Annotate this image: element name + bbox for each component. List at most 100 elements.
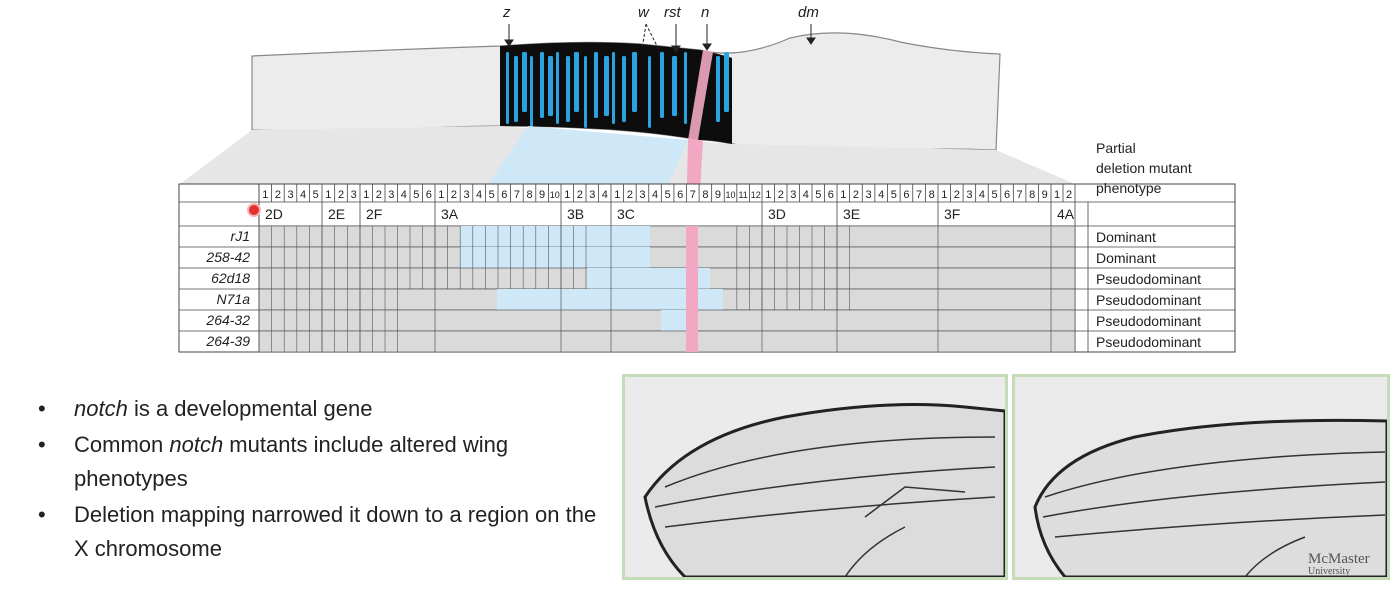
- bullet-item: notch is a developmental gene: [38, 392, 608, 426]
- band-number: 9: [715, 189, 721, 201]
- deletion-segment: [587, 268, 710, 289]
- band-number: 10: [550, 190, 560, 200]
- band-number: 6: [426, 189, 432, 201]
- stain-band: [522, 52, 527, 112]
- band-number: 2: [627, 189, 633, 201]
- band-number: 4: [476, 189, 482, 201]
- stain-band: [684, 52, 687, 124]
- deletion-segment: [661, 310, 687, 331]
- band-number: 4: [803, 189, 809, 201]
- bullet-item: Deletion mapping narrowed it down to a r…: [38, 498, 608, 566]
- stain-band: [648, 56, 651, 128]
- band-number: 6: [1004, 189, 1010, 201]
- section-label: 3A: [441, 206, 459, 222]
- band-number: 1: [564, 189, 570, 201]
- deletion-segment: [460, 226, 650, 247]
- phenotype-value: Dominant: [1096, 229, 1156, 245]
- section-label: 2F: [366, 206, 382, 222]
- band-number: 3: [463, 189, 469, 201]
- stain-band: [530, 56, 533, 128]
- band-number: 2: [451, 189, 457, 201]
- section-label: 3E: [843, 206, 860, 222]
- band-number: 2: [1066, 189, 1072, 201]
- band-number: 8: [702, 189, 708, 201]
- band-number: 2: [853, 189, 859, 201]
- stain-band: [514, 56, 518, 122]
- band-number: 1: [363, 189, 369, 201]
- notch-column: [686, 226, 698, 352]
- notch-band-chromosome: [688, 50, 713, 140]
- band-number: 1: [262, 189, 268, 201]
- mutant-row: [258, 225, 1076, 248]
- gene-label-rst: rst: [664, 4, 681, 21]
- band-number: 2: [778, 189, 784, 201]
- stain-band: [506, 52, 509, 124]
- mutant-label: 264-39: [206, 333, 250, 349]
- stain-band: [604, 56, 609, 116]
- mutant-row: [258, 330, 1076, 353]
- mutant-label: 264-32: [206, 312, 250, 328]
- cursor-indicator: [249, 205, 259, 215]
- band-number: 2: [376, 189, 382, 201]
- band-number: 11: [738, 190, 747, 200]
- band-number: 7: [916, 189, 922, 201]
- band-number: 10: [726, 190, 736, 200]
- band-number: 3: [966, 189, 972, 201]
- wing-image-1: [622, 374, 1008, 580]
- section-label: 2E: [328, 206, 345, 222]
- gene-label-z: z: [503, 4, 511, 21]
- band-number: 4: [300, 189, 306, 201]
- band-number: 2: [954, 189, 960, 201]
- phenotype-value: Pseudodominant: [1096, 334, 1202, 350]
- stain-band: [540, 52, 544, 118]
- band-number: 1: [438, 189, 444, 201]
- stain-band: [556, 52, 559, 124]
- band-number: 4: [652, 189, 658, 201]
- band-number: 5: [489, 189, 495, 201]
- band-number: 9: [539, 189, 545, 201]
- phenotype-value: Dominant: [1096, 250, 1156, 266]
- band-number: 1: [325, 189, 331, 201]
- band-number: 2: [577, 189, 583, 201]
- band-number: 3: [790, 189, 796, 201]
- mutant-label: rJ1: [230, 228, 250, 244]
- band-number: 8: [526, 189, 532, 201]
- band-number: 6: [677, 189, 683, 201]
- deletion-segment: [460, 247, 650, 268]
- mutant-label: N71a: [216, 291, 250, 307]
- bullet-item: Common notch mutants include altered win…: [38, 428, 608, 496]
- stain-band: [724, 52, 729, 112]
- mutant-row: [258, 246, 1076, 269]
- section-label: 3D: [768, 206, 786, 222]
- section-label: 4A: [1057, 206, 1075, 222]
- phenotype-value: Pseudodominant: [1096, 292, 1202, 308]
- band-number: 1: [614, 189, 620, 201]
- section-label: 3F: [944, 206, 960, 222]
- gene-label-w: w: [638, 4, 649, 21]
- band-number: 5: [991, 189, 997, 201]
- band-number: 4: [979, 189, 985, 201]
- stain-band: [716, 56, 720, 122]
- phenotype-value: Pseudodominant: [1096, 313, 1202, 329]
- band-number: 4: [602, 189, 608, 201]
- band-number: 7: [514, 189, 520, 201]
- band-number: 1: [941, 189, 947, 201]
- band-number: 5: [891, 189, 897, 201]
- stain-band: [594, 52, 598, 118]
- stain-band: [584, 56, 587, 128]
- phenotype-header: Partial deletion mutant phenotype: [1096, 140, 1192, 196]
- band-number: 6: [903, 189, 909, 201]
- bullet-list: notch is a developmental gene Common not…: [38, 392, 608, 568]
- band-number: 2: [338, 189, 344, 201]
- university-logo: McMaster University: [1308, 551, 1370, 578]
- band-number: 8: [929, 189, 935, 201]
- gene-label-n: n: [701, 4, 710, 21]
- band-number: 5: [413, 189, 419, 201]
- mutant-label: 62d18: [211, 270, 250, 286]
- mutant-label: 258-42: [206, 249, 250, 265]
- band-number: 4: [401, 189, 407, 201]
- wing-image-2: [1012, 374, 1390, 580]
- band-number: 7: [1017, 189, 1023, 201]
- band-number: 7: [690, 189, 696, 201]
